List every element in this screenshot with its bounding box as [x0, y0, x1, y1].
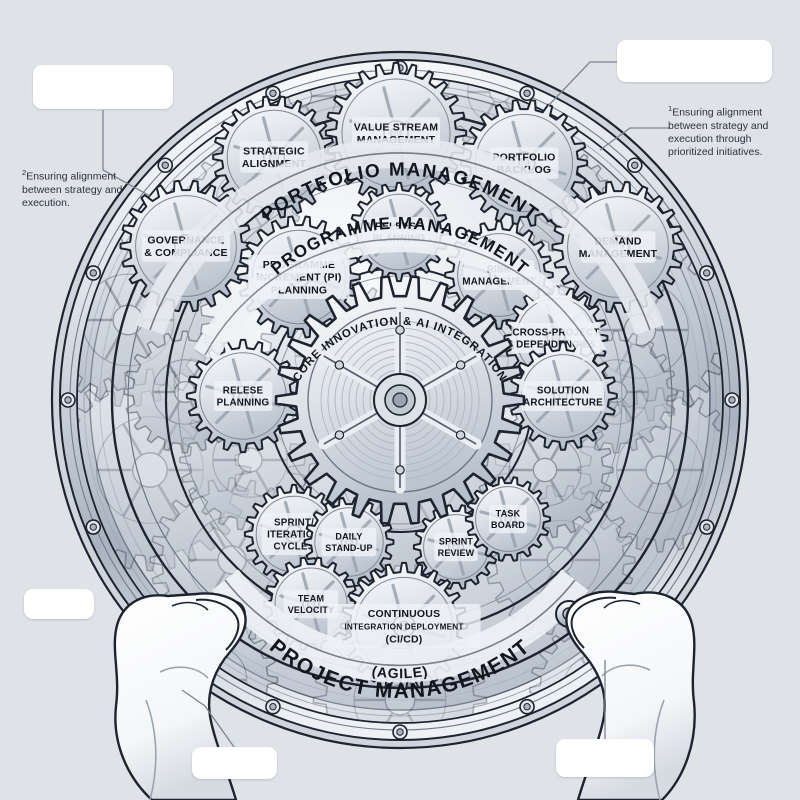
leader-line-top-left [102, 110, 151, 197]
footnote-2-marker: 2 [22, 168, 27, 177]
bezel-screw [626, 157, 643, 174]
footnote-1: 1Ensuring alignment between strategy and… [668, 104, 790, 159]
bezel-screw [698, 519, 715, 535]
core-gear [274, 275, 526, 525]
footnote-1-marker: 1 [668, 104, 673, 113]
ring-label-project-sub: (AGILE) [371, 663, 429, 682]
bezel-screw [519, 698, 535, 715]
bezel-screw [60, 392, 76, 408]
callout-mid-left[interactable] [24, 589, 94, 619]
leader-line-top-right [547, 61, 617, 107]
bezel-screw [724, 392, 740, 408]
bezel-screw [392, 724, 408, 740]
leader-line-footnote-1 [599, 127, 670, 151]
bezel-screw [265, 698, 281, 715]
bezel-screw [698, 265, 715, 281]
bezel-screw [157, 157, 174, 174]
callout-top-right[interactable] [617, 40, 772, 82]
bezel-screw [265, 85, 281, 102]
ring-label-project-sub-text: (AGILE) [371, 663, 429, 682]
bezel-screw [519, 85, 535, 102]
tier-label-banners [135, 137, 665, 683]
bezel-screw [85, 265, 102, 281]
callout-bottom-left[interactable] [192, 747, 277, 779]
leader-line-bottom-left [181, 689, 235, 748]
callout-bottom-right[interactable] [556, 739, 654, 777]
callout-top-left[interactable] [33, 65, 173, 109]
bezel-screw [85, 519, 102, 535]
footnote-2-text: Ensuring alignment between strategy and … [22, 170, 123, 209]
footnote-2: 2Ensuring alignment between strategy and… [22, 168, 134, 210]
footnote-1-text: Ensuring alignment between strategy and … [668, 106, 769, 158]
